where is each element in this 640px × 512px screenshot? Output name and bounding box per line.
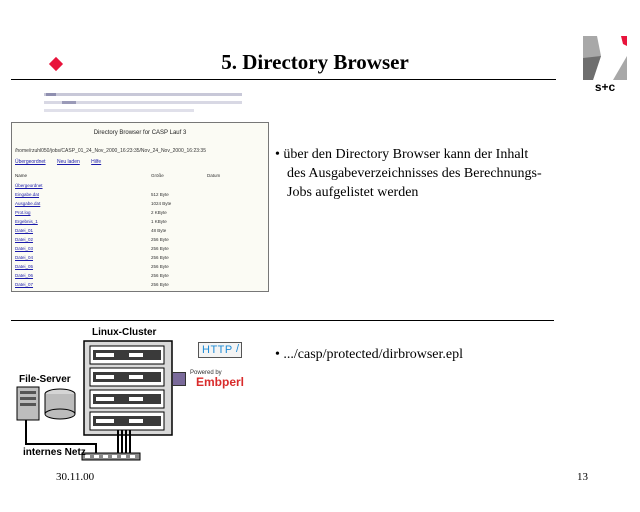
bullet-marker: •: [275, 347, 280, 362]
linux-cluster-rack: [83, 340, 173, 436]
row-size: 256 Byte: [151, 273, 169, 278]
row-size: 256 Byte: [151, 282, 169, 287]
row-name[interactable]: Datei_01: [15, 228, 34, 233]
row-name[interactable]: Datei_06: [15, 273, 34, 278]
screenshot-link-help[interactable]: Hilfe: [91, 159, 102, 165]
row-size: 256 Byte: [151, 264, 169, 269]
row-name[interactable]: Ergebnis_1: [15, 219, 38, 224]
url-text: .../casp/protected/dirbrowser.epl: [283, 347, 464, 362]
table-row[interactable]: Ausgabe.dat 1024 Byte: [15, 201, 265, 209]
table-row[interactable]: Datei_02 256 Byte: [15, 237, 265, 245]
row-size: 2 KByte: [151, 210, 167, 215]
row-name[interactable]: Datei_04: [15, 255, 34, 260]
bullet-url: • .../casp/protected/dirbrowser.epl: [275, 345, 463, 364]
row-name[interactable]: Übergeordnet: [15, 183, 43, 188]
file-server-icon: [16, 386, 78, 422]
embperl-logo-icon: [172, 372, 186, 386]
bullet-line-2: des Ausgabeverzeichnisses des Berechnung…: [287, 166, 542, 181]
network-lines: [20, 420, 150, 465]
bullet-directory-browser: • über den Directory Browser kann der In…: [275, 145, 595, 202]
cluster-label: Linux-Cluster: [92, 327, 157, 338]
row-size: 256 Byte: [151, 255, 169, 260]
row-size: 256 Byte: [151, 246, 169, 251]
header-name: Name: [15, 173, 28, 178]
network-label: internes Netz: [23, 447, 86, 458]
row-size: 256 Byte: [151, 237, 169, 242]
http-label: HTTP: [202, 344, 233, 356]
bullet-line-3: Jobs aufgelistet werden: [287, 185, 419, 200]
section-rule: [11, 320, 554, 321]
screenshot-link-reload[interactable]: Neu laden: [56, 159, 80, 165]
screenshot-header-row: Name Größe Datum: [15, 173, 265, 181]
embperl-badge: Powered by Embperl: [172, 370, 270, 389]
row-name[interactable]: Datei_05: [15, 264, 34, 269]
logo-text: s+c: [594, 80, 616, 94]
screenshot-title: Directory Browser for CASP Lauf 3: [93, 130, 187, 136]
row-name[interactable]: Datei_03: [15, 246, 34, 251]
slide-title: 5. Directory Browser: [221, 50, 409, 74]
server-label: File-Server: [19, 374, 71, 385]
table-row[interactable]: Datei_04 256 Byte: [15, 255, 265, 263]
table-row[interactable]: Eingabe.dat 512 Byte: [15, 192, 265, 200]
row-name[interactable]: Prot.log: [15, 210, 31, 215]
http-badge: HTTP /: [198, 342, 242, 358]
table-row[interactable]: Ergebnis_1 1 KByte: [15, 219, 265, 227]
screenshot-path: /home/rzuhl050/jobs/CASP_01_24_Nov_2000_…: [15, 148, 206, 154]
table-row[interactable]: Übergeordnet: [15, 183, 265, 191]
header-date: Datum: [207, 173, 221, 178]
row-name[interactable]: Eingabe.dat: [15, 192, 40, 197]
row-name[interactable]: Ausgabe.dat: [15, 201, 41, 206]
row-name[interactable]: Datei_07: [15, 282, 34, 287]
table-row[interactable]: Datei_05 256 Byte: [15, 264, 265, 272]
title-rule: [11, 79, 556, 80]
row-size: 512 Byte: [151, 192, 169, 197]
bullet-marker: •: [275, 147, 280, 162]
footer-page-number: 13: [577, 471, 588, 483]
bullet-line-1: über den Directory Browser kann der Inha…: [283, 147, 529, 162]
company-logo: [583, 36, 627, 80]
browser-toolbar-strip: [44, 93, 242, 117]
table-row[interactable]: Datei_03 256 Byte: [15, 246, 265, 254]
table-row[interactable]: Datei_06 256 Byte: [15, 273, 265, 281]
row-size: 48 Byte: [151, 228, 167, 233]
table-row[interactable]: Datei_07 256 Byte: [15, 282, 265, 290]
powered-by-label: Powered by: [190, 370, 222, 376]
http-slash-icon: /: [235, 343, 239, 355]
red-diamond-icon: [48, 56, 64, 72]
header-size: Größe: [151, 173, 164, 178]
table-row[interactable]: Datei_01 48 Byte: [15, 228, 265, 236]
screenshot-links: Übergeordnet Neu laden Hilfe: [15, 159, 268, 165]
row-size: 1024 Byte: [151, 201, 172, 206]
screenshot-link-up[interactable]: Übergeordnet: [15, 159, 46, 165]
footer-date: 30.11.00: [56, 471, 95, 483]
embperl-label: Embperl: [196, 375, 245, 389]
row-size: 1 KByte: [151, 219, 167, 224]
directory-browser-screenshot: Directory Browser for CASP Lauf 3 /home/…: [11, 122, 269, 292]
table-row[interactable]: Prot.log 2 KByte: [15, 210, 265, 218]
row-name[interactable]: Datei_02: [15, 237, 34, 242]
